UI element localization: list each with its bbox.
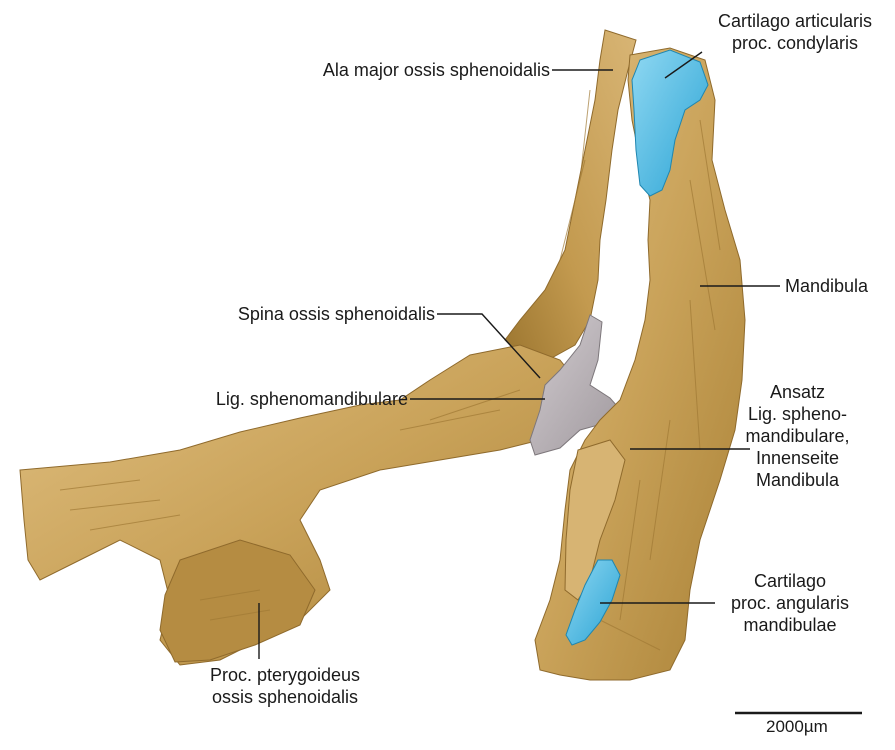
label-ansatz: Ansatz Lig. spheno- mandibulare, Innense… bbox=[730, 381, 865, 491]
label-lig-sphenomandibulare: Lig. sphenomandibulare bbox=[150, 388, 408, 410]
label-ansatz-line5: Mandibula bbox=[730, 469, 865, 491]
label-spina: Spina ossis sphenoidalis bbox=[170, 303, 435, 325]
label-cartilago-articularis: Cartilago articularis proc. condylaris bbox=[700, 10, 890, 54]
label-cartilago-angularis-line2: proc. angularis bbox=[715, 592, 865, 614]
label-ansatz-line1: Ansatz bbox=[730, 381, 865, 403]
label-proc-pterygoideus-line1: Proc. pterygoideus bbox=[190, 664, 380, 686]
label-proc-pterygoideus-line2: ossis sphenoidalis bbox=[190, 686, 380, 708]
label-cartilago-angularis: Cartilago proc. angularis mandibulae bbox=[715, 570, 865, 636]
sphenoid-bone bbox=[20, 30, 636, 665]
label-ansatz-line3: mandibulare, bbox=[730, 425, 865, 447]
label-cartilago-articularis-line1: Cartilago articularis bbox=[700, 10, 890, 32]
label-cartilago-articularis-line2: proc. condylaris bbox=[700, 32, 890, 54]
label-cartilago-angularis-line1: Cartilago bbox=[715, 570, 865, 592]
label-ansatz-line2: Lig. spheno- bbox=[730, 403, 865, 425]
label-cartilago-angularis-line3: mandibulae bbox=[715, 614, 865, 636]
label-ala-major: Ala major ossis sphenoidalis bbox=[270, 59, 550, 81]
label-mandibula: Mandibula bbox=[785, 275, 868, 297]
scale-bar-label: 2000µm bbox=[766, 717, 828, 737]
label-proc-pterygoideus: Proc. pterygoideus ossis sphenoidalis bbox=[190, 664, 380, 708]
label-ansatz-line4: Innenseite bbox=[730, 447, 865, 469]
